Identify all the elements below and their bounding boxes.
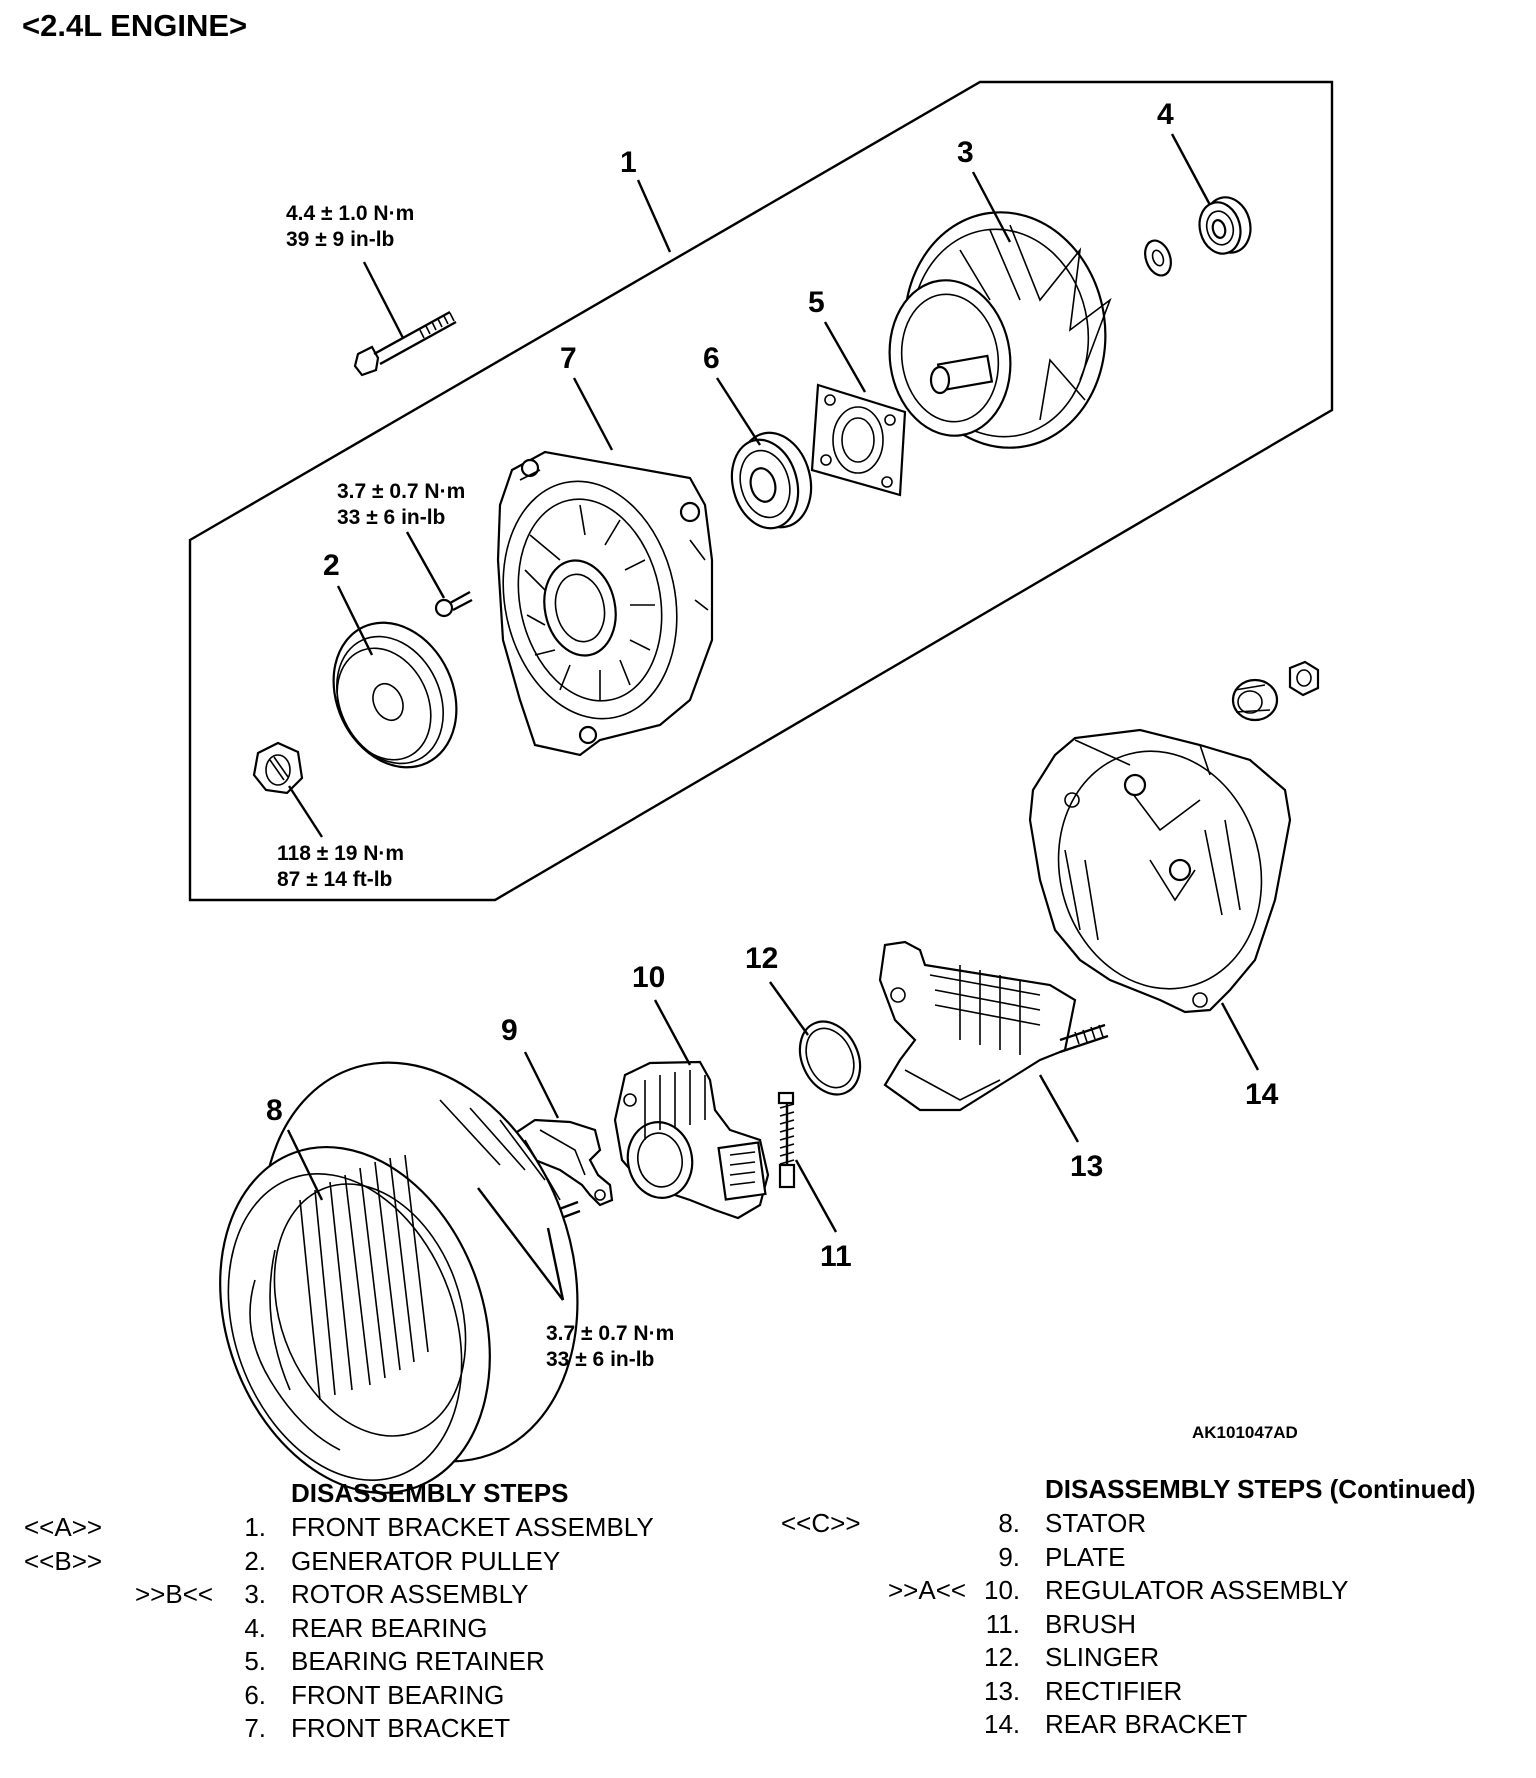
rectifier bbox=[878, 940, 1109, 1112]
part-number-9: 9 bbox=[501, 1014, 518, 1047]
step-number: 8. bbox=[998, 1508, 1020, 1538]
rear-bracket bbox=[1028, 728, 1292, 1014]
rotor-collar bbox=[1144, 239, 1172, 277]
torque-bolt-nm: 4.4 ± 1.0 N·m bbox=[286, 202, 414, 225]
step-row: 13. RECTIFIER bbox=[760, 1675, 1536, 1709]
steps-left-rows: <<A>> 1. FRONT BRACKET ASSEMBLY <<B>> 2.… bbox=[0, 1511, 760, 1746]
step-number: 2. bbox=[244, 1545, 266, 1576]
step-row: 12. SLINGER bbox=[760, 1641, 1536, 1675]
step-number: 1. bbox=[244, 1512, 266, 1542]
part-number-11: 11 bbox=[820, 1240, 852, 1273]
torque-nut-ftlb: 87 ± 14 ft-lb bbox=[277, 868, 392, 891]
bearing-retainer bbox=[810, 383, 907, 497]
step-row: <<B>> 2. GENERATOR PULLEY bbox=[0, 1545, 760, 1579]
pulley-nut bbox=[252, 741, 304, 795]
step-number: 7. bbox=[244, 1713, 266, 1743]
part-number-8: 8 bbox=[266, 1094, 283, 1127]
steps-right-heading: DISASSEMBLY STEPS (Continued) bbox=[1045, 1474, 1476, 1504]
step-number: 4. bbox=[244, 1612, 266, 1643]
assembly-group-outline bbox=[188, 80, 1334, 902]
front-bracket bbox=[496, 450, 714, 757]
part-number-14: 14 bbox=[1245, 1078, 1279, 1111]
step-number: 9. bbox=[998, 1541, 1020, 1572]
step-label: REAR BRACKET bbox=[1045, 1709, 1248, 1739]
rotor-assembly bbox=[888, 211, 1112, 449]
steps-left-heading: DISASSEMBLY STEPS bbox=[291, 1478, 569, 1508]
step-number: 5. bbox=[244, 1646, 266, 1676]
step-row: 5. BEARING RETAINER bbox=[0, 1645, 760, 1679]
step-row: 9. PLATE bbox=[760, 1541, 1536, 1575]
step-number: 6. bbox=[244, 1679, 266, 1710]
brush bbox=[777, 1091, 796, 1189]
step-label: BEARING RETAINER bbox=[291, 1646, 545, 1676]
step-row: 6. FRONT BEARING bbox=[0, 1679, 760, 1713]
terminal-nut bbox=[1288, 660, 1320, 697]
step-code: <<C>> bbox=[781, 1508, 861, 1538]
torque-screw9-inlb: 33 ± 6 in-lb bbox=[546, 1348, 654, 1371]
step-label: FRONT BEARING bbox=[291, 1679, 505, 1710]
terminal-insulator bbox=[1231, 678, 1279, 722]
step-label: PLATE bbox=[1045, 1541, 1126, 1572]
step-label: FRONT BRACKET bbox=[291, 1713, 511, 1743]
step-number: 11. bbox=[985, 1608, 1020, 1639]
step-label: GENERATOR PULLEY bbox=[291, 1545, 561, 1576]
step-number: 10. bbox=[984, 1575, 1021, 1605]
step-row: 14. REAR BRACKET bbox=[760, 1708, 1536, 1742]
step-row: >>B<< 3. ROTOR ASSEMBLY bbox=[0, 1578, 760, 1612]
step-label: REAR BEARING bbox=[291, 1612, 488, 1643]
step-code: <<B>> bbox=[24, 1545, 103, 1576]
step-number: 13. bbox=[984, 1675, 1021, 1706]
slinger bbox=[798, 1020, 862, 1096]
step-label: STATOR bbox=[1045, 1508, 1147, 1538]
part-number-13: 13 bbox=[1070, 1150, 1103, 1183]
part-number-12: 12 bbox=[745, 942, 778, 975]
torque-screw9-nm: 3.7 ± 0.7 N·m bbox=[546, 1322, 674, 1345]
front-bearing bbox=[730, 431, 813, 530]
part-number-7: 7 bbox=[560, 342, 577, 375]
step-label: REGULATOR ASSEMBLY bbox=[1045, 1575, 1349, 1605]
stator bbox=[219, 1061, 579, 1494]
steps-right-rows: <<C>> 8. STATOR 9. PLATE >>A<< 10. REGUL… bbox=[760, 1507, 1536, 1742]
part-number-10: 10 bbox=[632, 961, 665, 994]
step-code: <<A>> bbox=[24, 1512, 103, 1542]
generator-pulley bbox=[332, 621, 458, 769]
step-code: >>B<< bbox=[135, 1579, 214, 1609]
figure-id: AK101047AD bbox=[1192, 1423, 1298, 1442]
step-label: SLINGER bbox=[1045, 1642, 1160, 1672]
torque-screw7-inlb: 33 ± 6 in-lb bbox=[337, 506, 445, 529]
step-row: <<A>> 1. FRONT BRACKET ASSEMBLY bbox=[0, 1511, 760, 1545]
torque-screw7-nm: 3.7 ± 0.7 N·m bbox=[337, 480, 465, 503]
step-number: 12. bbox=[984, 1642, 1021, 1672]
part-number-6: 6 bbox=[703, 342, 720, 375]
part-number-1: 1 bbox=[620, 146, 637, 179]
part-number-4: 4 bbox=[1157, 98, 1174, 131]
part-number-5: 5 bbox=[808, 286, 825, 319]
step-number: 3. bbox=[244, 1579, 266, 1609]
step-row: 4. REAR BEARING bbox=[0, 1612, 760, 1646]
step-code: >>A<< bbox=[888, 1575, 967, 1605]
torque-nut-nm: 118 ± 19 N·m bbox=[277, 842, 404, 865]
regulator-assembly bbox=[613, 1060, 770, 1220]
rear-bearing bbox=[1198, 196, 1252, 255]
step-label: BRUSH bbox=[1045, 1608, 1137, 1639]
front-bracket-screw bbox=[434, 590, 473, 618]
part-number-3: 3 bbox=[957, 136, 974, 169]
part-number-2: 2 bbox=[323, 549, 340, 582]
leader-lines bbox=[286, 133, 1260, 1301]
step-label: ROTOR ASSEMBLY bbox=[291, 1579, 529, 1609]
page-title: <2.4L ENGINE> bbox=[22, 8, 247, 43]
step-number: 14. bbox=[984, 1709, 1021, 1739]
step-row: >>A<< 10. REGULATOR ASSEMBLY bbox=[760, 1574, 1536, 1608]
step-row: <<C>> 8. STATOR bbox=[760, 1507, 1536, 1541]
through-bolt bbox=[353, 310, 457, 377]
step-row: 7. FRONT BRACKET bbox=[0, 1712, 760, 1746]
plate bbox=[503, 1118, 614, 1207]
step-row: 11. BRUSH bbox=[760, 1608, 1536, 1642]
step-label: RECTIFIER bbox=[1045, 1675, 1183, 1706]
torque-bolt-inlb: 39 ± 9 in-lb bbox=[286, 228, 394, 251]
step-label: FRONT BRACKET ASSEMBLY bbox=[291, 1512, 654, 1542]
